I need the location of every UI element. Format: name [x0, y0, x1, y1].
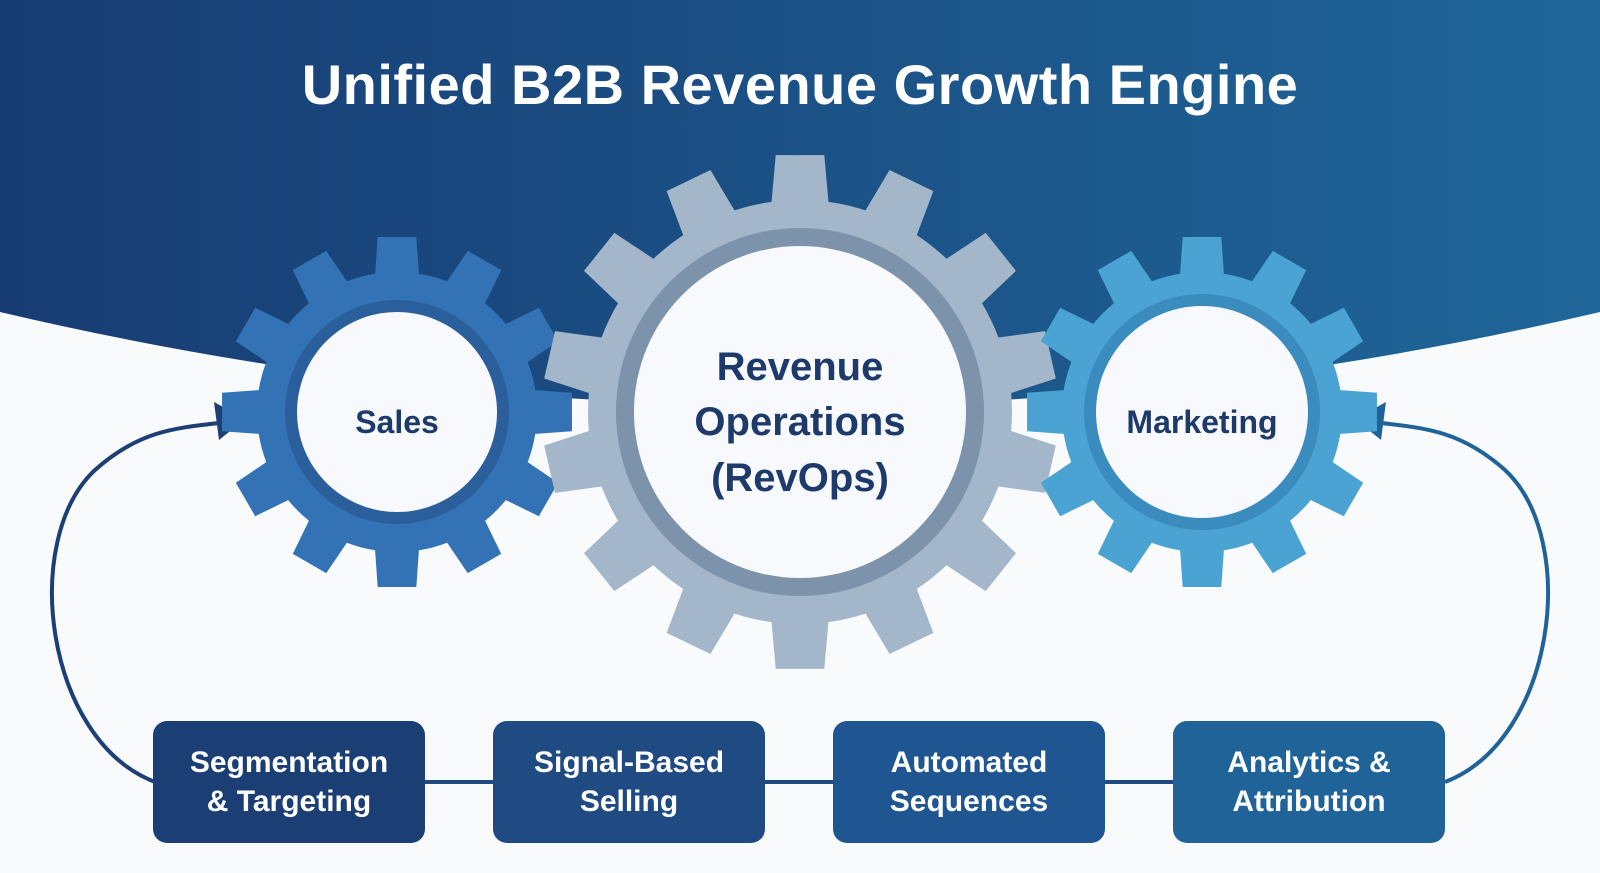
gear-label-sales: Sales	[355, 403, 439, 440]
gear-hub-marketing	[1096, 306, 1308, 518]
gear-revops	[544, 155, 1056, 669]
gear-marketing	[1027, 237, 1377, 587]
feedback-arrow-left	[49, 420, 229, 784]
step-box-automated-sequences: Automated Sequences	[833, 721, 1105, 843]
step-box-analytics-attribution: Analytics & Attribution	[1173, 721, 1445, 843]
gear-sales	[222, 237, 572, 587]
gear-label-revops: Revenue Operations (RevOps)	[694, 345, 906, 500]
gear-hub-revops	[634, 246, 966, 578]
gear-hub-sales	[297, 312, 497, 512]
step-box-signal-based-selling: Signal-Based Selling	[493, 721, 765, 843]
page-title: Unified B2B Revenue Growth Engine	[301, 53, 1299, 116]
step-box-segmentation-targeting: Segmentation & Targeting	[153, 721, 425, 843]
gear-label-marketing: Marketing	[1126, 403, 1278, 440]
feedback-arrow-right	[1371, 420, 1551, 784]
